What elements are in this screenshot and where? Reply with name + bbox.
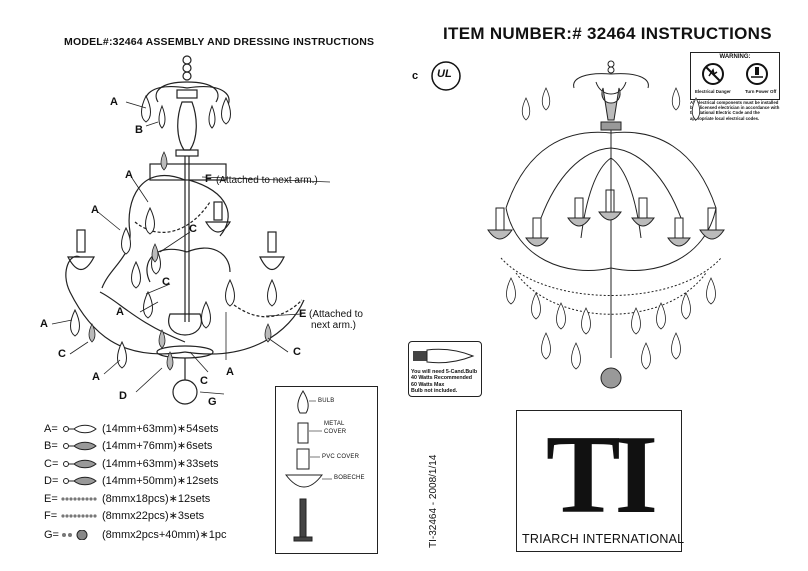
legend-letter: C=	[44, 457, 59, 470]
chandelier-illustration	[487, 60, 725, 389]
callout-e: E	[299, 308, 307, 320]
crystal-glyph-icon	[63, 476, 97, 485]
callout-a: A	[91, 204, 99, 216]
crystal-glyph-icon	[63, 459, 97, 468]
ul-certification-logo	[431, 61, 461, 91]
callout-b: B	[135, 124, 143, 136]
part-metal-cover-label-1: METAL	[324, 421, 345, 427]
legend-letter: F=	[44, 509, 58, 522]
legend-row: D= (14mm+50mm)∗12sets	[44, 474, 219, 488]
callout-a: A	[40, 318, 48, 330]
part-metal-cover-label-2: COVER	[324, 429, 347, 435]
legend-spec: (14mm+76mm)∗6sets	[102, 440, 213, 452]
callout-a: A	[226, 366, 234, 378]
part-bulb-label: BULB	[318, 398, 335, 404]
legend-row: B= (14mm+76mm)∗6sets	[44, 439, 213, 453]
callout-a: A	[116, 306, 124, 318]
legend-spec: (8mmx18pcs)∗12sets	[102, 493, 211, 505]
callout-f: F	[205, 173, 212, 185]
instructions-title: ITEM NUMBER:# 32464 INSTRUCTIONS	[443, 24, 772, 43]
legend-row: A= (14mm+63mm)∗54sets	[44, 422, 219, 436]
crystal-glyph-icon	[61, 513, 97, 518]
legend-spec: (8mmx22pcs)∗3sets	[102, 510, 205, 522]
legend-row: G= (8mmx2pcs+40mm)∗1pc	[44, 528, 227, 542]
legend-letter: A=	[44, 422, 58, 435]
callout-c: C	[162, 276, 170, 288]
warning-icons	[702, 63, 768, 85]
bulb-note-line3: 60 Watts Max	[411, 381, 445, 388]
bulb-note-line2: 40 Watts Recommended	[411, 375, 473, 382]
callout-a: A	[92, 371, 100, 383]
triarch-logo-box: TI	[516, 410, 682, 552]
bulb-note-line4: Bulb not included.	[411, 388, 458, 395]
cert-c: c	[412, 70, 419, 82]
bulb-note-text: You will need 5-Cand.Bulb 40 Watts Recom…	[411, 369, 479, 395]
warning-text: All electrical components must be instal…	[690, 100, 780, 121]
part-bobeche-label: BOBECHE	[334, 475, 365, 481]
attached-note-f: (Attached to next arm.)	[216, 175, 318, 186]
callout-a: A	[110, 96, 118, 108]
attached-note-e-line1: (Attached to	[309, 309, 363, 320]
warning-title: WARNING:	[719, 54, 751, 60]
crystal-glyph-icon	[63, 424, 97, 433]
legend-row: F= (8mmx22pcs)∗3sets	[44, 509, 205, 523]
warning-box: WARNING: Electrical Danger Turn Power Of…	[690, 52, 780, 100]
legend-row: C= (14mm+63mm)∗33sets	[44, 457, 219, 471]
callout-a: A	[125, 169, 133, 181]
electrical-danger-label: Electrical Danger	[695, 89, 731, 94]
legend-spec: (14mm+63mm)∗33sets	[102, 458, 219, 470]
legend-row: E= (8mmx18pcs)∗12sets	[44, 492, 211, 506]
attached-note-e-line2: next arm.)	[311, 320, 357, 331]
parts-diagram	[284, 390, 332, 542]
callout-g: G	[208, 396, 217, 408]
legend-spec: (14mm+50mm)∗12sets	[102, 475, 219, 487]
assembly-title: MODEL#:32464 ASSEMBLY AND DRESSING INSTR…	[64, 36, 375, 48]
callout-c: C	[200, 375, 208, 387]
crystal-glyph-icon	[63, 441, 97, 450]
callout-d: D	[119, 390, 127, 402]
triarch-logo-caption: TRIARCH INTERNATIONAL	[522, 532, 685, 546]
legend-letter: E=	[44, 492, 58, 505]
bulb-note-line1: You will need 5-Cand.Bulb	[411, 369, 478, 375]
legend-spec: (14mm+63mm)∗54sets	[102, 423, 219, 435]
callout-c: C	[58, 348, 66, 360]
power-off-icon	[746, 63, 768, 85]
assembly-diagram	[51, 55, 331, 405]
legend-letter: G=	[44, 528, 59, 541]
turn-power-off-label: Turn Power Off	[745, 89, 777, 94]
triarch-logo-mark: TI	[545, 413, 658, 537]
crystal-glyph-icon	[61, 496, 97, 501]
electrical-danger-icon	[702, 63, 724, 85]
part-pvc-cover-label: PVC COVER	[322, 454, 360, 460]
bulb-note-box	[408, 341, 482, 397]
parts-box: BULB METAL COVER PVC COVER BOBECHE	[275, 386, 378, 554]
legend-spec: (8mmx2pcs+40mm)∗1pc	[102, 529, 227, 541]
crystal-glyph-icon	[62, 529, 88, 540]
legend-letter: D=	[44, 474, 59, 487]
legend-letter: B=	[44, 439, 58, 452]
document-code: TI-32464 - 2008/1/14	[428, 454, 439, 548]
callout-c: C	[293, 346, 301, 358]
cert-ul: UL	[437, 68, 452, 80]
candelabra-bulb-icon	[413, 348, 475, 364]
callout-c: C	[189, 223, 197, 235]
